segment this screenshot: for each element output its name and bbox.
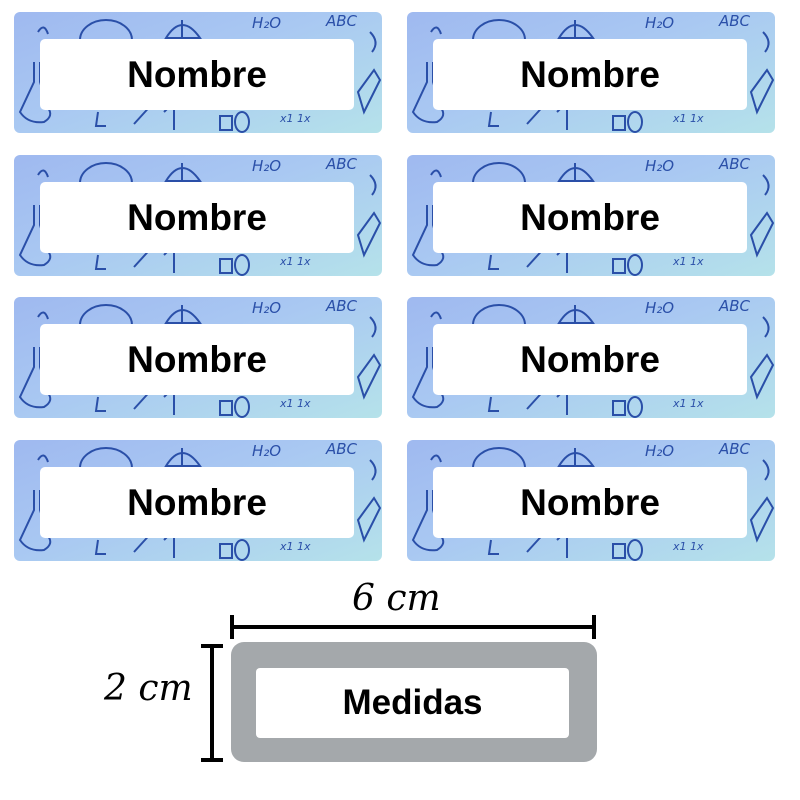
width-measure-text: 6 cm <box>352 578 441 619</box>
doodle-math: x1 1x <box>280 255 311 268</box>
name-label: H₂O ABC x1 1x Nombre <box>14 155 382 276</box>
doodle-formula: H₂O <box>252 157 282 175</box>
doodle-letters: ABC <box>719 297 751 315</box>
name-text: Nombre <box>127 196 267 238</box>
doodle-letters: ABC <box>326 12 358 30</box>
name-text: Nombre <box>127 481 267 523</box>
name-label: H₂O ABC x1 1x Nombre <box>407 12 775 133</box>
doodle-letters: ABC <box>719 440 751 458</box>
name-label: H₂O ABC x1 1x Nombre <box>407 297 775 418</box>
doodle-formula: H₂O <box>645 442 675 460</box>
name-label: H₂O ABC x1 1x Nombre <box>14 297 382 418</box>
doodle-letters: ABC <box>719 12 751 30</box>
doodle-math: x1 1x <box>280 112 311 125</box>
doodle-letters: ABC <box>326 440 358 458</box>
name-text: Nombre <box>520 481 660 523</box>
name-text: Nombre <box>520 338 660 380</box>
name-label: H₂O ABC x1 1x Nombre <box>407 440 775 561</box>
name-label: H₂O ABC x1 1x Nombre <box>14 440 382 561</box>
doodle-math: x1 1x <box>280 540 311 553</box>
name-text: Nombre <box>520 196 660 238</box>
doodle-formula: H₂O <box>252 14 282 32</box>
doodle-letters: ABC <box>719 155 751 173</box>
name-field: Nombre <box>40 467 354 538</box>
doodle-math: x1 1x <box>673 112 704 125</box>
doodle-math: x1 1x <box>280 397 311 410</box>
name-text: Nombre <box>520 53 660 95</box>
name-field: Nombre <box>433 182 747 253</box>
name-label: H₂O ABC x1 1x Nombre <box>407 155 775 276</box>
doodle-letters: ABC <box>326 297 358 315</box>
name-field: Nombre <box>40 39 354 110</box>
doodle-formula: H₂O <box>645 14 675 32</box>
name-field: Nombre <box>433 467 747 538</box>
doodle-math: x1 1x <box>673 540 704 553</box>
name-field: Nombre <box>40 182 354 253</box>
name-label: H₂O ABC x1 1x Nombre <box>14 12 382 133</box>
sample-label: Medidas <box>231 642 597 762</box>
name-text: Nombre <box>127 53 267 95</box>
doodle-math: x1 1x <box>673 397 704 410</box>
doodle-math: x1 1x <box>673 255 704 268</box>
doodle-formula: H₂O <box>645 157 675 175</box>
height-measure-text: 2 cm <box>104 668 193 709</box>
name-field: Nombre <box>40 324 354 395</box>
doodle-letters: ABC <box>326 155 358 173</box>
name-field: Nombre <box>433 324 747 395</box>
name-field: Nombre <box>433 39 747 110</box>
doodle-formula: H₂O <box>252 442 282 460</box>
doodle-formula: H₂O <box>645 299 675 317</box>
sample-label-text: Medidas <box>256 668 569 738</box>
doodle-formula: H₂O <box>252 299 282 317</box>
name-text: Nombre <box>127 338 267 380</box>
